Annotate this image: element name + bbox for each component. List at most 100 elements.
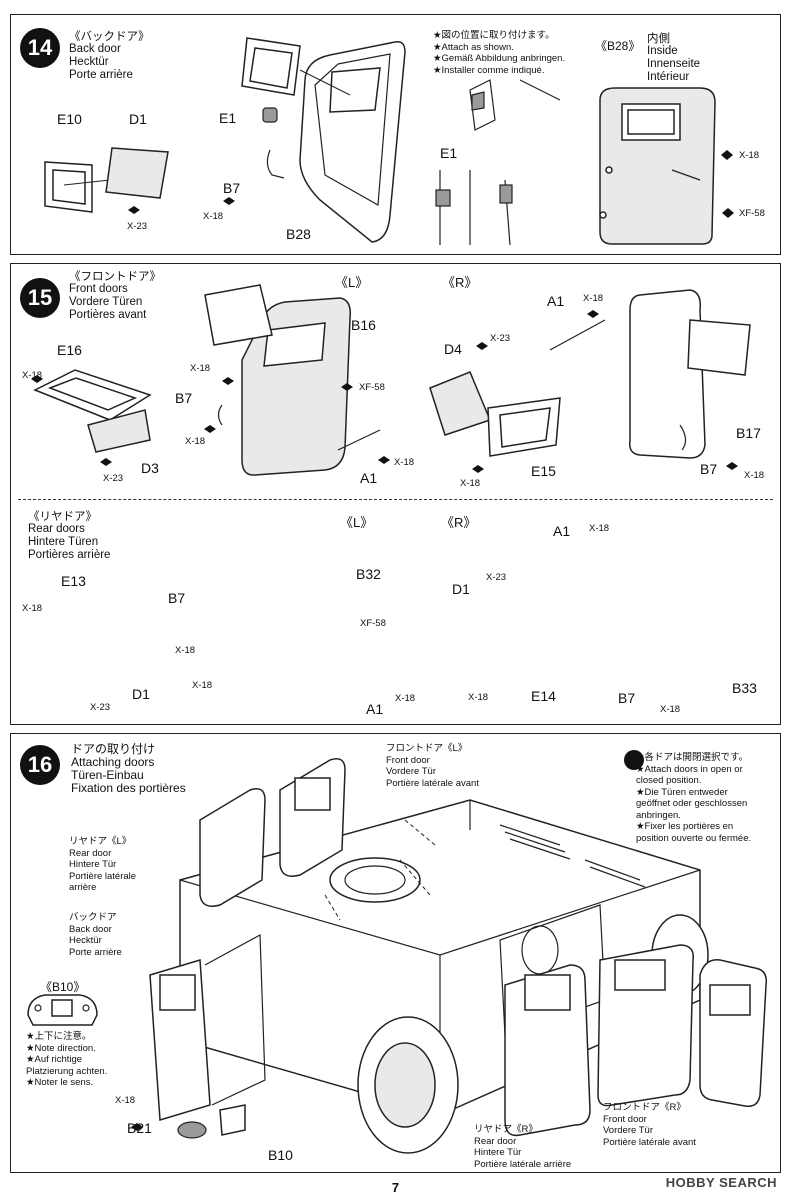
step-16-note-fr2: position ouverte ou fermée. bbox=[636, 832, 752, 844]
front-door-l-jp: フロントドア《L》 bbox=[386, 743, 468, 754]
paint-x18-a1-front-r: X-18 bbox=[583, 293, 604, 304]
part-b28: B28 bbox=[286, 226, 311, 242]
paint-x18-b7-rear-l: X-18 bbox=[175, 645, 196, 656]
part-b7-rear-r: B7 bbox=[618, 690, 636, 706]
back-door-label: バックドア Back door Hecktür Porte arrière bbox=[69, 912, 122, 958]
step-16-note-en1: ★Attach doors in open or bbox=[636, 763, 743, 775]
part-e10: E10 bbox=[57, 111, 82, 127]
inset-jp: 内側 bbox=[647, 31, 670, 45]
rear-doors-title-fr: Portières arrière bbox=[28, 549, 111, 561]
paint-x18-e14: X-18 bbox=[468, 692, 489, 703]
part-a1-front-l: A1 bbox=[360, 470, 378, 486]
paint-x18-b7-front-r: X-18 bbox=[744, 470, 765, 481]
step-16-note-de1: ★Die Türen entweder bbox=[636, 786, 728, 798]
step-14-title-en: Back door bbox=[69, 43, 121, 55]
part-b10: B10 bbox=[268, 1147, 293, 1163]
back-door-de: Hecktür bbox=[69, 935, 102, 946]
e10-frame-drawing bbox=[44, 161, 111, 213]
rear-doors-title: 《リヤドア》 Rear doors Hintere Türen Portière… bbox=[28, 510, 110, 562]
part-b33: B33 bbox=[732, 680, 757, 696]
note-fr: ★Installer comme indiqué. bbox=[433, 64, 545, 76]
step-14-note: ★図の位置に取り付けます。 ★Attach as shown. ★Gemäß A… bbox=[433, 30, 565, 76]
rear-door-l-fr2: arrière bbox=[69, 882, 97, 893]
paint-x23-d3: X-23 bbox=[103, 473, 124, 484]
step-16-note-en2: closed position. bbox=[636, 775, 702, 786]
page-number: 7 bbox=[391, 1180, 400, 1195]
paint-x18-inset: X-18 bbox=[739, 150, 760, 161]
step-16-title: ドアの取り付け Attaching doors Türen-Einbau Fix… bbox=[71, 743, 186, 795]
part-e16: E16 bbox=[57, 342, 82, 358]
b28-inset-labels: 内側 Inside Innenseite Intérieur bbox=[647, 32, 700, 84]
paint-xf58-b16: XF-58 bbox=[359, 382, 385, 393]
front-door-r-fr: Portière latérale avant bbox=[603, 1136, 696, 1148]
b10-note-fr: ★Noter le sens. bbox=[26, 1077, 94, 1088]
x18-marker-14a bbox=[223, 197, 235, 205]
part-e15: E15 bbox=[531, 463, 556, 479]
step-14-title-jp: 《バックドア》 bbox=[69, 29, 150, 43]
step-16-note-de2: geöffnet oder geschlossen bbox=[636, 798, 748, 809]
part-a1-front-r: A1 bbox=[547, 293, 565, 309]
paint-xf58-b32: XF-58 bbox=[360, 618, 386, 629]
part-d1-rear-l: D1 bbox=[132, 686, 150, 702]
paint-x18-e15: X-18 bbox=[460, 478, 481, 489]
step-15-title-de: Vordere Türen bbox=[69, 296, 143, 308]
paint-x18-b32: X-18 bbox=[192, 680, 213, 691]
back-door-jp: バックドア bbox=[69, 912, 117, 923]
step-16-note-de3: anbringen. bbox=[636, 809, 681, 821]
note-jp: ★図の位置に取り付けます。 bbox=[433, 30, 555, 41]
part-b7-front-l: B7 bbox=[175, 390, 193, 406]
paint-x23: X-23 bbox=[127, 221, 148, 232]
rear-door-r-fr: Portière latérale arrière bbox=[474, 1158, 572, 1170]
rear-door-l-jp: リヤドア《L》 bbox=[69, 836, 132, 847]
part-b17: B17 bbox=[736, 425, 761, 441]
rear-doors-title-en: Rear doors bbox=[28, 523, 85, 535]
part-e1-detail: E1 bbox=[440, 145, 458, 161]
part-e1: E1 bbox=[219, 110, 237, 126]
paint-x18-a1-rear-l: X-18 bbox=[395, 693, 416, 704]
paint-x18-e16: X-18 bbox=[22, 370, 43, 381]
b10-note-en: ★Note direction. bbox=[26, 1042, 96, 1054]
step-15-left-label: 《L》 bbox=[335, 275, 369, 290]
rear-door-r-label: リヤドア《R》 Rear door Hintere Tür Portière l… bbox=[474, 1124, 571, 1170]
part-b21: B21 bbox=[127, 1120, 152, 1136]
inset-de: Innenseite bbox=[647, 58, 701, 70]
hood-grille-drawing bbox=[499, 824, 646, 888]
part-b32: B32 bbox=[356, 566, 381, 582]
part-d4: D4 bbox=[444, 341, 462, 357]
step-15-illustration bbox=[31, 284, 751, 476]
rear-door-l-de: Hintere Tür bbox=[69, 859, 117, 870]
part-d3: D3 bbox=[141, 460, 159, 476]
part-b7: B7 bbox=[223, 180, 241, 196]
d1-glass-drawing bbox=[105, 147, 169, 199]
step-16-title-fr: Fixation des portières bbox=[71, 781, 186, 795]
step-14-illustration bbox=[44, 37, 734, 246]
part-b7-rear-l: B7 bbox=[168, 590, 186, 606]
paint-x18-b16: X-18 bbox=[190, 363, 211, 374]
step-16-title-en: Attaching doors bbox=[71, 755, 155, 769]
part-e14: E14 bbox=[531, 688, 556, 704]
step-15-title-fr: Portières avant bbox=[69, 309, 147, 321]
rear-right-label: 《R》 bbox=[441, 515, 477, 530]
back-door-fr: Porte arrière bbox=[69, 946, 122, 958]
step-15-title: 《フロントドア》 Front doors Vordere Türen Porti… bbox=[69, 270, 161, 322]
b10-note-de2: Platzierung achten. bbox=[26, 1065, 108, 1077]
front-door-r-jp: フロントドア《R》 bbox=[603, 1102, 686, 1113]
step-14-number: 14 bbox=[20, 28, 60, 68]
front-door-l-de: Vordere Tür bbox=[386, 766, 436, 777]
paint-x23-d4: X-23 bbox=[490, 333, 511, 344]
inset-en: Inside bbox=[647, 45, 678, 57]
rear-doors-title-jp: 《リヤドア》 bbox=[28, 509, 97, 523]
back-door-en: Back door bbox=[69, 923, 112, 935]
front-door-l-label: フロントドア《L》 Front door Vordere Tür Portièr… bbox=[386, 743, 479, 789]
step-14-title: 《バックドア》 Back door Hecktür Porte arrière bbox=[69, 30, 150, 82]
front-door-r-label: フロントドア《R》 Front door Vordere Tür Portièr… bbox=[603, 1102, 696, 1148]
part-b16: B16 bbox=[351, 317, 376, 333]
b28-inset-name: 《B28》 bbox=[595, 39, 641, 53]
note-en: ★Attach as shown. bbox=[433, 41, 514, 53]
step-15-number: 15 bbox=[20, 278, 60, 318]
part-e13: E13 bbox=[61, 573, 86, 589]
rear-door-l-label: リヤドア《L》 Rear door Hintere Tür Portière l… bbox=[69, 836, 136, 894]
paint-x18: X-18 bbox=[203, 211, 224, 222]
step-14-title-fr: Porte arrière bbox=[69, 69, 133, 81]
